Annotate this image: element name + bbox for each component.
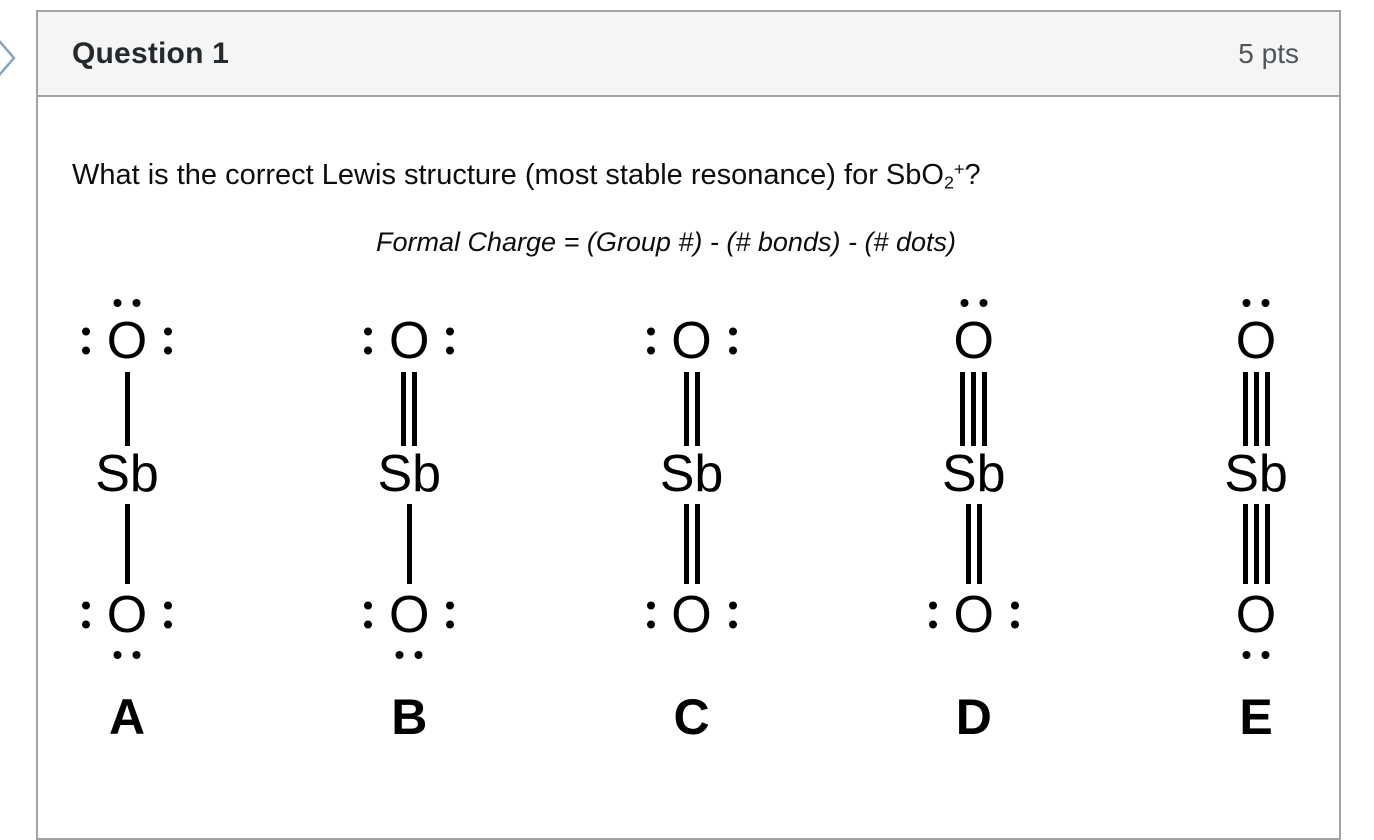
triple-bond [1242, 372, 1270, 447]
top-oxygen-group: O [950, 299, 998, 371]
bottom-oxygen-group: O [364, 586, 455, 660]
single-bond [124, 504, 130, 585]
oxygen-atom: O [671, 586, 712, 645]
bottom-oxygen-group: O [82, 586, 172, 660]
top-oxygen-group: O [646, 312, 737, 371]
lone-pair-dots [728, 327, 737, 355]
lone-pair-dots [395, 651, 423, 660]
lone-pair-dots [1010, 601, 1019, 629]
lone-pair-dots [82, 601, 90, 629]
lewis-structure-options: O Sb O A O Sb O B [38, 298, 1339, 746]
question-header: Question 1 5 pts [38, 12, 1339, 97]
lewis-structure-option-e: O Sb O E [1181, 298, 1331, 746]
question-title: Question 1 [72, 36, 230, 70]
oxygen-atom: O [106, 312, 148, 371]
question-card: Question 1 5 pts What is the correct Lew… [36, 10, 1341, 840]
oxygen-atom: O [1235, 312, 1277, 371]
lone-pair-dots [164, 601, 172, 629]
top-oxygen-group: O [364, 312, 455, 371]
lone-pair-dots [960, 299, 988, 308]
single-bond [124, 372, 130, 447]
oxygen-atom: O [953, 586, 994, 645]
question-body: What is the correct Lewis structure (mos… [38, 97, 1339, 746]
oxygen-atom: O [389, 586, 430, 645]
lone-pair-dots [446, 327, 455, 355]
top-oxygen-group: O [1232, 299, 1280, 371]
triple-bond [1242, 504, 1270, 585]
lone-pair-dots [646, 327, 655, 355]
oxygen-atom: O [671, 312, 712, 371]
oxygen-atom: O [389, 312, 430, 371]
bottom-oxygen-group: O [646, 586, 737, 645]
top-oxygen-group: O [82, 299, 172, 371]
question-text: What is the correct Lewis structure (mos… [72, 159, 1339, 193]
question-points: 5 pts [1238, 37, 1299, 69]
option-label: C [673, 689, 710, 746]
sidebar-expand-chevron-icon[interactable] [0, 30, 18, 86]
lone-pair-dots [446, 601, 455, 629]
lone-pair-dots [113, 299, 141, 308]
antimony-atom: Sb [95, 445, 159, 504]
bottom-oxygen-group: O [928, 586, 1019, 645]
option-label: A [108, 689, 146, 746]
question-text-end: ? [964, 159, 981, 191]
double-bond [683, 504, 700, 585]
question-text-main: What is the correct Lewis structure (mos… [72, 159, 944, 191]
lone-pair-dots [1242, 651, 1270, 660]
double-bond [683, 372, 700, 447]
lewis-structure-option-d: O Sb O D [899, 298, 1049, 746]
antimony-atom: Sb [659, 445, 724, 504]
option-label: D [955, 689, 992, 746]
formal-charge-formula: Formal Charge = (Group #) - (# bonds) - … [376, 227, 956, 258]
lone-pair-dots [928, 601, 937, 629]
double-bond [401, 372, 418, 447]
single-bond [406, 504, 412, 585]
antimony-atom: Sb [941, 445, 1006, 504]
bottom-oxygen-group: O [1232, 586, 1280, 660]
lone-pair-dots [113, 651, 141, 660]
antimony-atom: Sb [377, 445, 442, 504]
oxygen-atom: O [1235, 586, 1277, 645]
lewis-structure-option-b: O Sb O B [334, 298, 484, 746]
formula-subscript: 2 [943, 172, 954, 193]
option-label: E [1239, 689, 1273, 746]
oxygen-atom: O [953, 312, 994, 371]
lewis-structure-option-c: O Sb O C [617, 298, 767, 746]
oxygen-atom: O [106, 586, 148, 645]
antimony-atom: Sb [1224, 445, 1288, 504]
lone-pair-dots [364, 601, 373, 629]
charge-superscript: + [953, 159, 965, 180]
triple-bond [960, 372, 988, 447]
option-label: B [391, 689, 428, 746]
lone-pair-dots [728, 601, 737, 629]
lone-pair-dots [646, 601, 655, 629]
lewis-structure-option-a: O Sb O A [52, 298, 202, 746]
lone-pair-dots [164, 327, 172, 355]
lone-pair-dots [1242, 299, 1270, 308]
lone-pair-dots [364, 327, 373, 355]
double-bond [965, 504, 982, 585]
lone-pair-dots [82, 327, 90, 355]
